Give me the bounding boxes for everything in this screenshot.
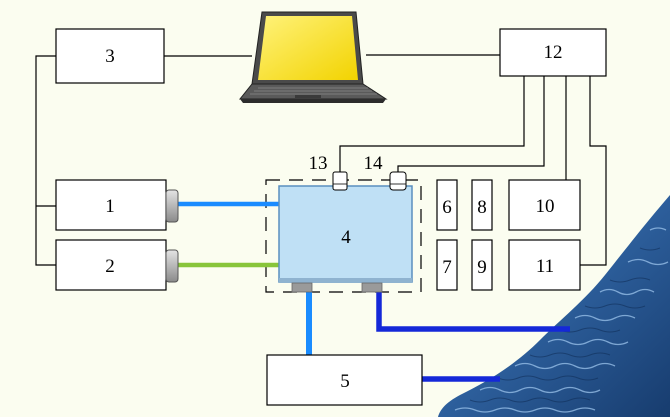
box-1-port [165,189,179,223]
box-9: 9 [471,239,493,291]
box-6-label: 6 [442,197,452,218]
box-2-port [165,249,179,283]
box-2: 2 [55,239,179,291]
box-5: 5 [266,354,423,406]
box-7-label: 7 [442,257,452,278]
sensor-14-label: 14 [364,153,384,174]
sensor-13-label: 13 [309,153,328,174]
box-1: 1 [55,179,179,231]
laptop-icon [238,11,388,103]
box-12-label: 12 [544,42,563,63]
sensor-13: 13 [309,153,348,191]
box-12: 12 [499,28,607,77]
water-texture [438,195,670,417]
box-7: 7 [436,239,458,291]
tank-label: 4 [341,227,351,248]
box-5-label: 5 [340,371,350,392]
box-2-label: 2 [105,256,115,277]
box-8: 8 [471,179,493,231]
box-1-label: 1 [105,196,115,217]
sensor-14: 14 [364,153,407,191]
box-3-label: 3 [105,46,115,67]
tank-outlet-left [291,282,313,293]
box-6: 6 [436,179,458,231]
box-10: 10 [508,179,581,231]
box-11: 11 [508,239,581,291]
tank-4: 4 [278,185,413,293]
box-3: 3 [55,28,165,84]
pipe-tank-to-water [376,292,570,332]
box-10-label: 10 [536,196,555,217]
box-9-label: 9 [477,257,487,278]
pipes [178,201,570,382]
tank-outlet-right [361,282,383,293]
box-8-label: 8 [477,197,487,218]
signal-wires [35,54,607,266]
box-11-label: 11 [536,256,554,277]
